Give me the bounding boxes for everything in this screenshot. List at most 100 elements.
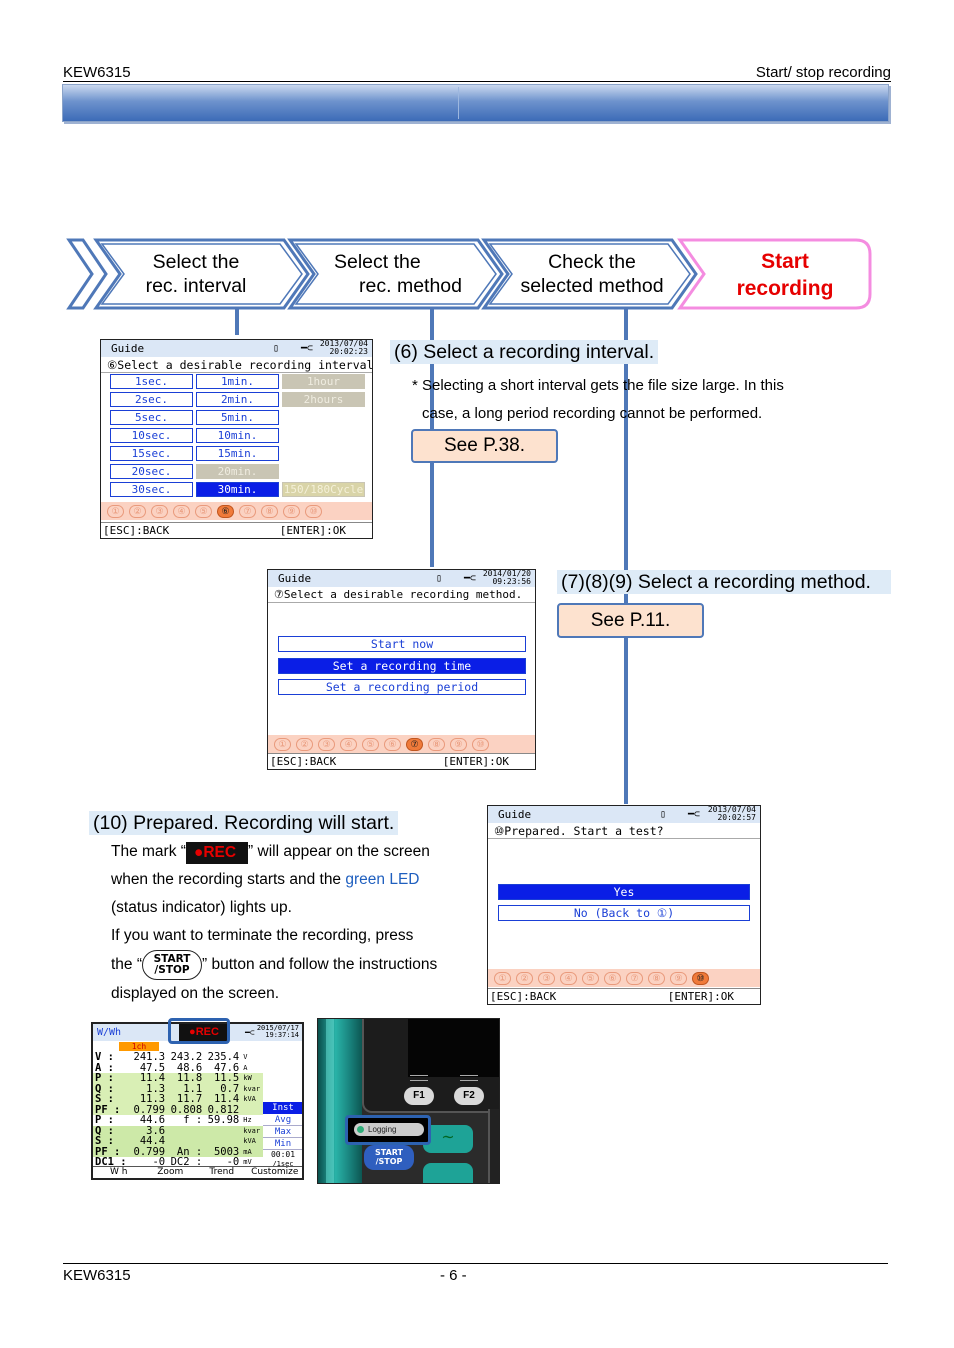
measurement-cell: -0 — [226, 1156, 240, 1168]
measurement-cell: 11.8 — [176, 1072, 203, 1084]
option-recording-time[interactable]: Set a recording time — [278, 658, 526, 674]
measurement-cell — [167, 1136, 204, 1147]
interval-5sec[interactable]: 5sec. — [110, 410, 193, 425]
fkey-wh[interactable]: W h — [110, 1167, 128, 1177]
interval-1sec[interactable]: 1sec. — [110, 374, 193, 389]
screen-title: Guide — [278, 572, 312, 585]
measurement-cell: Q : — [95, 1124, 114, 1137]
see-page-38[interactable]: See P.38. — [411, 429, 558, 463]
menu-min[interactable]: Min — [263, 1138, 302, 1150]
measurement-cell: 48.6 — [176, 1061, 203, 1074]
menu-max[interactable]: Max — [263, 1126, 302, 1138]
function-bar: W h Zoom Trend Customize — [93, 1166, 302, 1178]
interval-30sec[interactable]: 30sec. — [110, 482, 193, 497]
device-photo: F1 F2 START/STOP ∼ — [317, 1018, 500, 1184]
fkey-customize[interactable]: Customize — [251, 1167, 299, 1177]
measurement-cell: 0.799 — [133, 1145, 166, 1158]
power-plug-icon: ━⊂ — [301, 343, 314, 354]
rec-highlight-frame — [168, 1018, 230, 1044]
logging-led: Logging — [354, 1123, 424, 1136]
side-menu: Inst Avg Max Min 00:01 /1sec — [263, 1102, 302, 1168]
option-recording-period[interactable]: Set a recording period — [278, 679, 526, 695]
f1-key[interactable]: F1 — [404, 1087, 434, 1105]
option-no[interactable]: No (Back to ①) — [498, 905, 750, 921]
f2-key[interactable]: F2 — [454, 1087, 484, 1105]
measurement-cell: kW — [243, 1074, 252, 1082]
section10-body: The mark “●REC” will appear on the scree… — [111, 842, 438, 1002]
chart-key[interactable] — [423, 1163, 473, 1183]
footer-rule — [63, 1263, 888, 1264]
interval-30min[interactable]: 30min. — [196, 482, 279, 497]
fkey-zoom[interactable]: Zoom — [157, 1167, 184, 1177]
menu-avg[interactable]: Avg — [263, 1114, 302, 1126]
section789-heading: (7)(8)(9) Select a recording method. — [557, 570, 891, 594]
card-icon: ▯ — [273, 343, 280, 354]
power-plug-icon: ━⊂ — [688, 809, 701, 820]
measurement-cell: Q : — [95, 1082, 114, 1095]
channel-tag: 1ch — [119, 1042, 159, 1051]
measurement-cell: mV — [243, 1158, 252, 1166]
interval-10min[interactable]: 10min. — [196, 428, 279, 443]
interval-15min[interactable]: 15min. — [196, 446, 279, 461]
flow-chevrons — [66, 238, 872, 310]
measurement-cell: kvar — [243, 1126, 261, 1135]
wave-key[interactable]: ∼ — [423, 1125, 473, 1153]
chevron-step-1 — [93, 238, 310, 310]
interval-cycle: 150/180Cycle — [282, 482, 365, 497]
chevron-step-2 — [287, 238, 504, 310]
green-led-icon — [357, 1126, 364, 1133]
section6-heading: (6) Select a recording interval. — [390, 340, 659, 364]
option-yes[interactable]: Yes — [498, 884, 750, 900]
measurement-cell: PF : — [95, 1145, 121, 1158]
interval-readout: 00:01 — [270, 1150, 296, 1159]
chevron-step-4 — [677, 238, 872, 310]
measurement-cell: 11.4 — [139, 1072, 166, 1084]
enter-ok-label: [ENTER]:OK — [442, 755, 509, 768]
measurement-cell: 1.3 — [146, 1082, 166, 1095]
screen-subtitle: ⑦Select a desirable recording method. — [268, 587, 535, 603]
measurement-cell: kVA — [243, 1095, 256, 1103]
measurement-cell: 47.5 — [139, 1061, 166, 1074]
measurement-cell: 241.3 — [133, 1051, 166, 1063]
fkey-trend[interactable]: Trend — [209, 1167, 235, 1177]
screen-title: W/Wh — [97, 1027, 122, 1038]
measurement-cell: V — [243, 1053, 248, 1061]
measurement-cell: 0.808 — [170, 1103, 203, 1116]
interval-20sec[interactable]: 20sec. — [110, 464, 193, 479]
interval-15sec[interactable]: 15sec. — [110, 446, 193, 461]
interval-5min[interactable]: 5min. — [196, 410, 279, 425]
interval-10sec[interactable]: 10sec. — [110, 428, 193, 443]
menu-inst[interactable]: Inst — [263, 1102, 302, 1114]
esc-back-label: [ESC]:BACK — [270, 755, 337, 768]
interval-2min[interactable]: 2min. — [196, 392, 279, 407]
measurement-cell: kvar — [243, 1084, 261, 1093]
measurement-cell: 1.1 — [183, 1082, 203, 1095]
start-stop-key[interactable]: START/STOP — [364, 1145, 414, 1170]
header-rule — [63, 81, 891, 82]
measurement-cell: 0.7 — [220, 1082, 240, 1095]
measurement-cell: 59.98 — [207, 1114, 240, 1126]
measurement-cell: PF : — [95, 1103, 121, 1116]
see-page-11[interactable]: See P.11. — [557, 603, 704, 638]
option-start-now[interactable]: Start now — [278, 636, 526, 652]
interval-1hour: 1hour — [282, 374, 365, 389]
measurement-cell: kVA — [243, 1137, 256, 1145]
measurement-cell: 243.2 — [170, 1051, 203, 1063]
interval-1min[interactable]: 1min. — [196, 374, 279, 389]
measurement-cell — [167, 1126, 204, 1137]
enter-ok-label: [ENTER]:OK — [667, 990, 734, 1003]
interval-2sec[interactable]: 2sec. — [110, 392, 193, 407]
measurement-cell: 0.812 — [207, 1103, 240, 1116]
